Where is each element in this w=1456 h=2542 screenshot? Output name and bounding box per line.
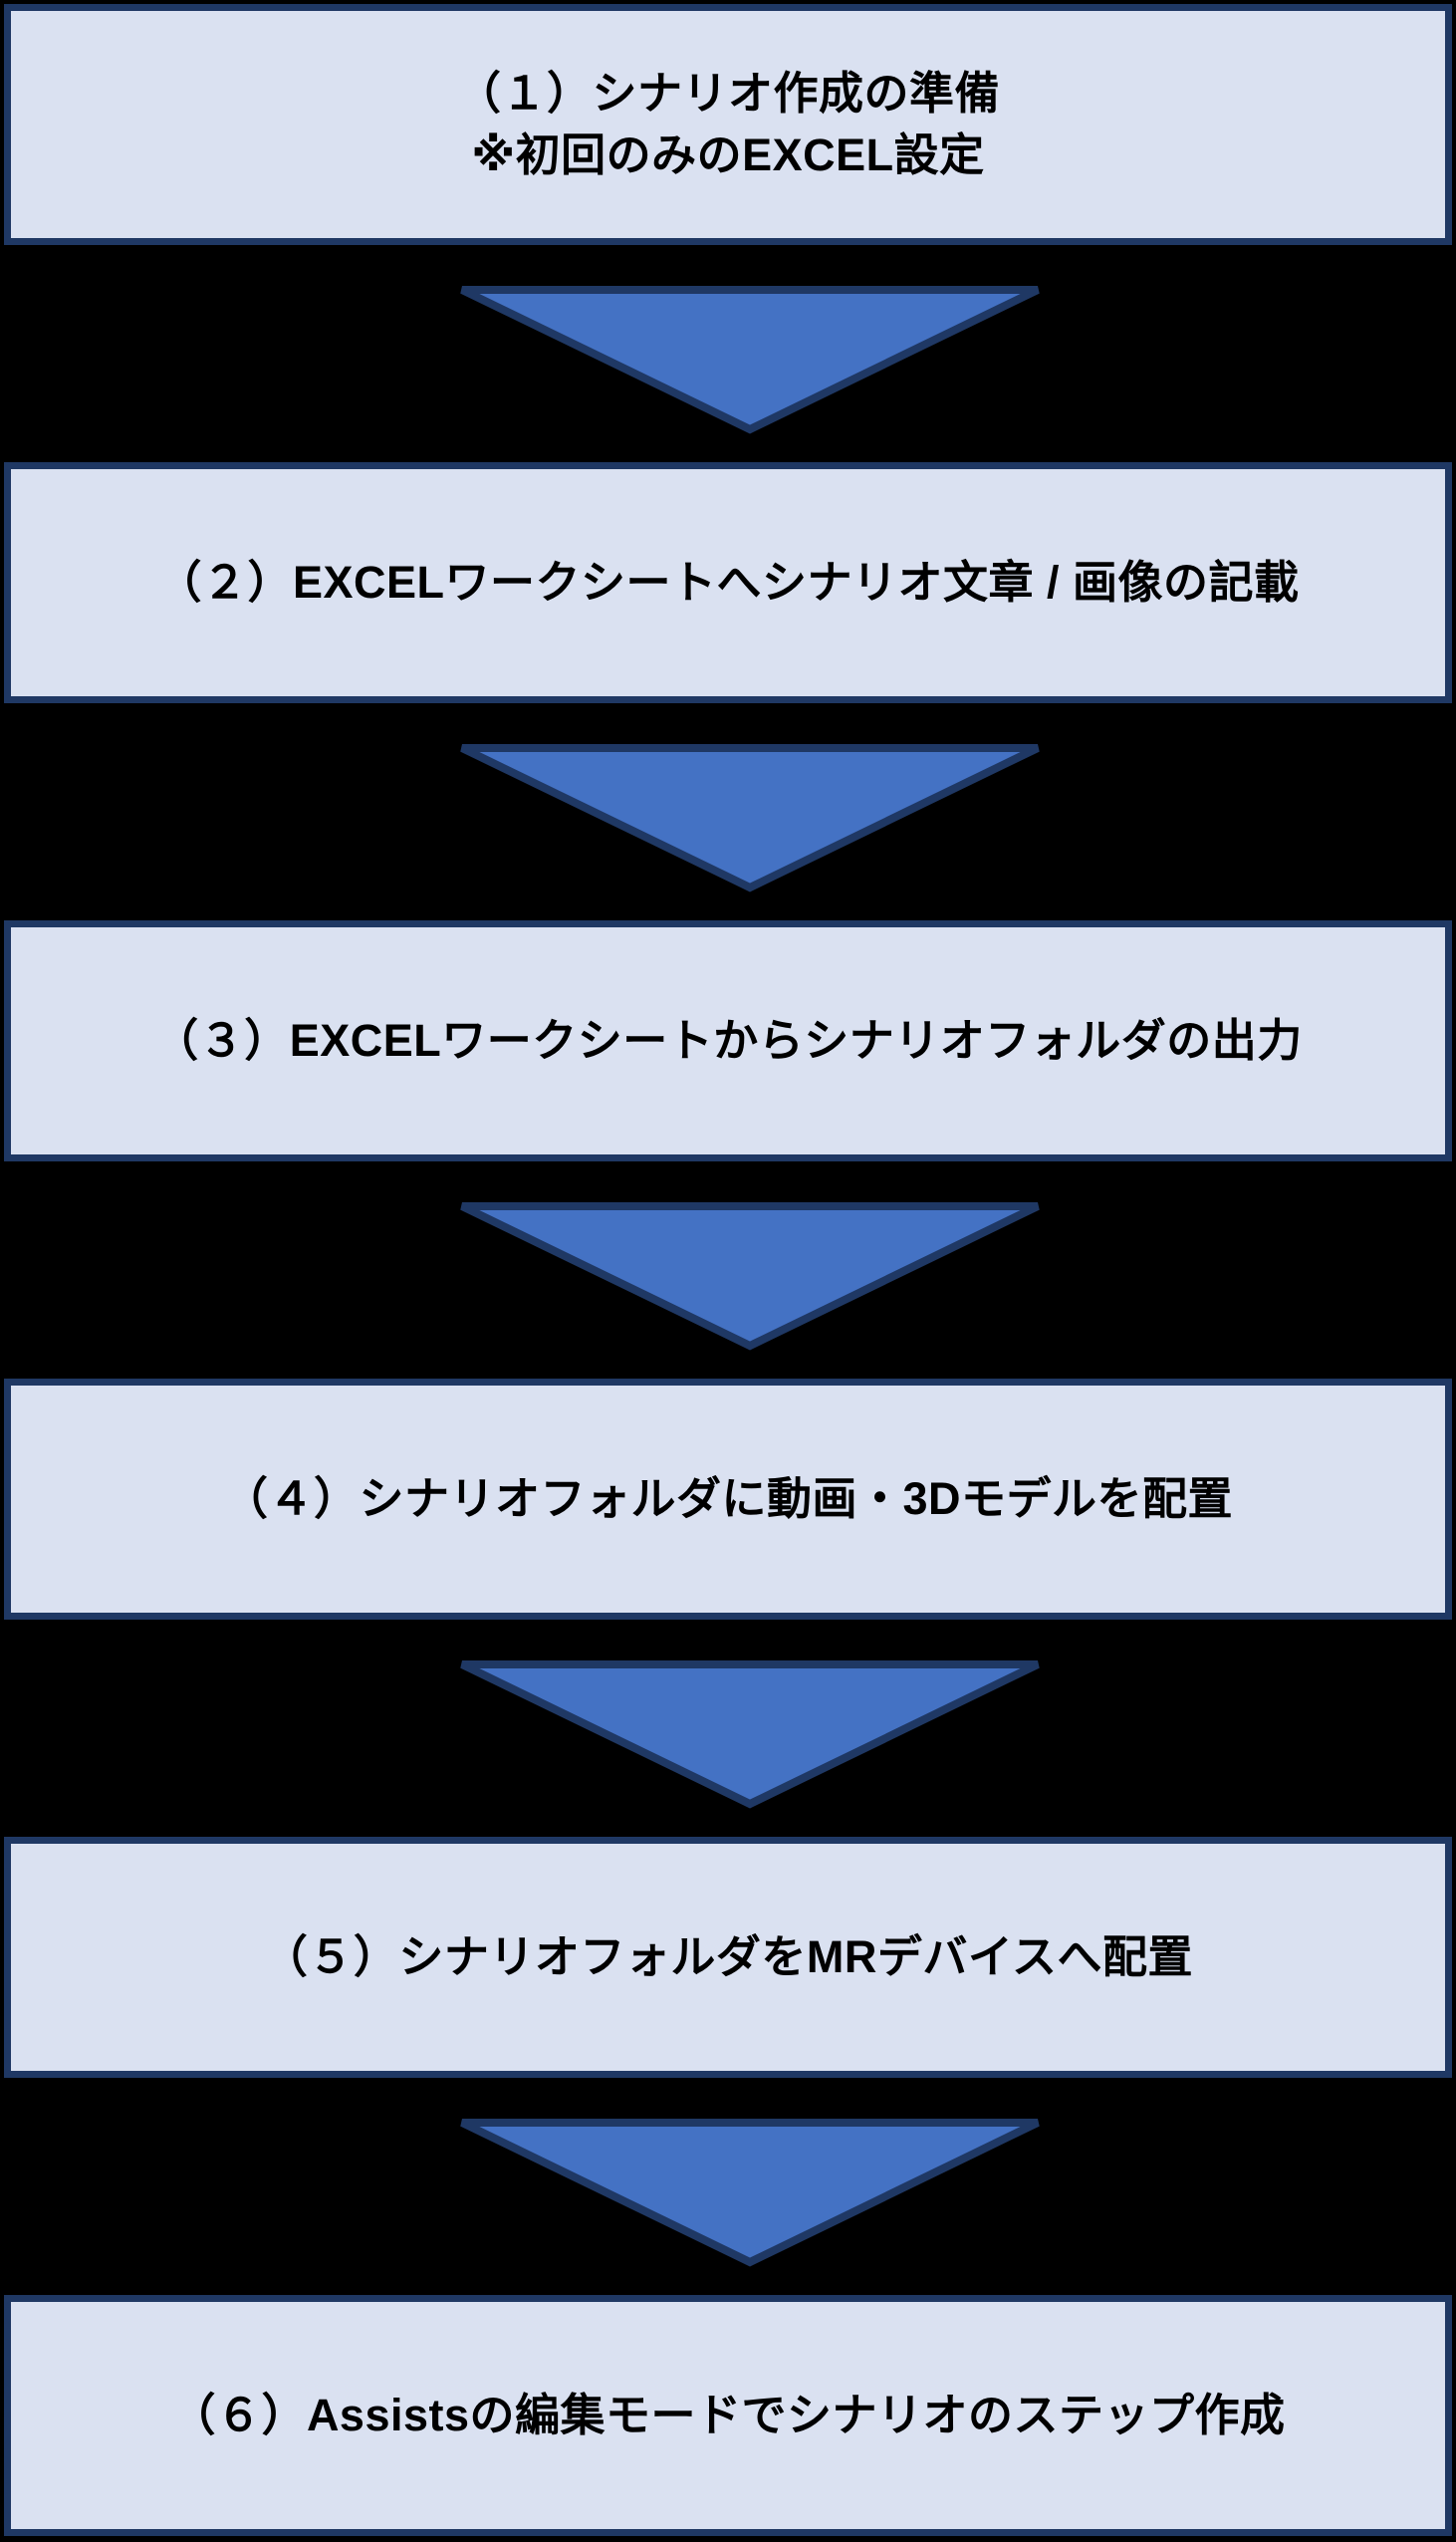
step-6-line-1: （６）Assistsの編集モードでシナリオのステップ作成 bbox=[170, 2389, 1286, 2440]
down-arrow-icon bbox=[460, 2119, 1040, 2267]
step-1-line-1: （１）シナリオ作成の準備 bbox=[455, 67, 1000, 119]
step-box-3: （３）EXCELワークシートからシナリオフォルダの出力 bbox=[4, 920, 1452, 1161]
step-box-4: （４）シナリオフォルダに動画・3Dモデルを配置 bbox=[4, 1379, 1452, 1620]
down-arrow-icon bbox=[460, 1202, 1040, 1351]
step-5-line-1: （５）シナリオフォルダをMRデバイスへ配置 bbox=[262, 1930, 1194, 1982]
step-box-5: （５）シナリオフォルダをMRデバイスへ配置 bbox=[4, 1837, 1452, 2078]
step-2-line-1: （２）EXCELワークシートへシナリオ文章 / 画像の記載 bbox=[156, 556, 1300, 608]
down-arrow-icon bbox=[460, 1660, 1040, 1809]
step-box-2: （２）EXCELワークシートへシナリオ文章 / 画像の記載 bbox=[4, 462, 1452, 703]
step-1-line-2: ※初回のみのEXCEL設定 bbox=[471, 129, 985, 180]
step-box-1: （１）シナリオ作成の準備 ※初回のみのEXCEL設定 bbox=[4, 4, 1452, 245]
step-4-line-1: （４）シナリオフォルダに動画・3Dモデルを配置 bbox=[222, 1472, 1234, 1524]
step-box-6: （６）Assistsの編集モードでシナリオのステップ作成 bbox=[4, 2295, 1452, 2536]
down-arrow-icon bbox=[460, 286, 1040, 434]
step-3-line-1: （３）EXCELワークシートからシナリオフォルダの出力 bbox=[153, 1014, 1303, 1066]
down-arrow-icon bbox=[460, 744, 1040, 892]
